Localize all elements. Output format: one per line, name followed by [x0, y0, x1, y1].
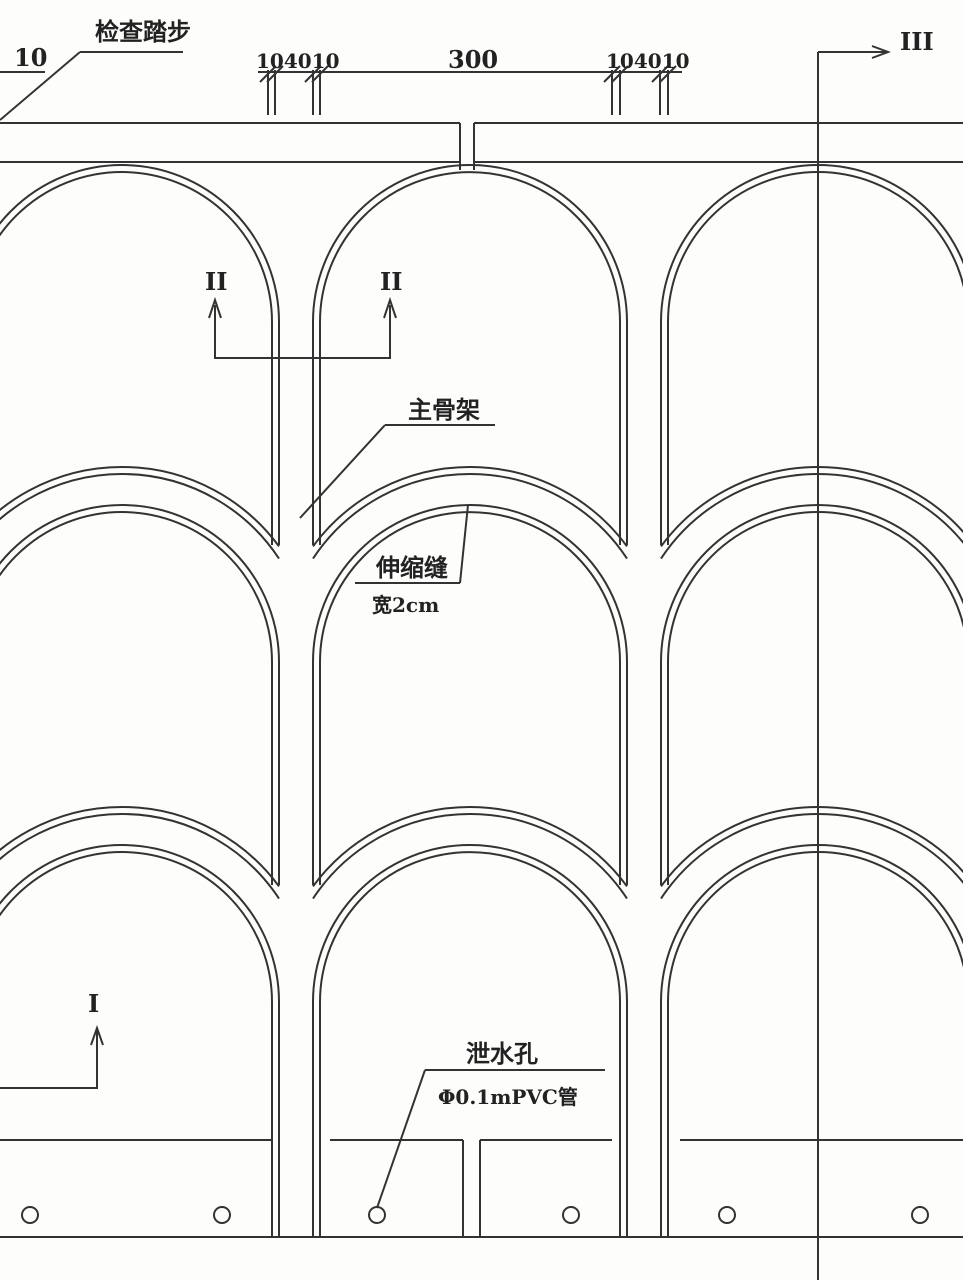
- drain-hole: [911, 1206, 929, 1224]
- dimension-mid-label: 300: [448, 45, 498, 74]
- section-ii-line: [214, 305, 391, 359]
- arch-frame: [319, 851, 621, 1237]
- main-frame-label: 主骨架: [408, 395, 480, 424]
- leader-line: [0, 51, 81, 121]
- dimension-tick: [266, 65, 284, 83]
- leader-line: [376, 1069, 426, 1209]
- arch-frame: [667, 851, 963, 1237]
- dimension-tick: [311, 65, 329, 83]
- geometry: [0, 45, 963, 1280]
- arch-band: [660, 473, 963, 560]
- expansion-joint-label: 伸缩缝: [375, 553, 448, 582]
- arrow-icon: [383, 296, 397, 319]
- section-ii-right-label: II: [380, 267, 402, 296]
- section-i-label: I: [88, 989, 99, 1018]
- arch-frame: [312, 504, 628, 885]
- drain-hole: [213, 1206, 231, 1224]
- arch-frame: [0, 504, 280, 885]
- leader-line: [459, 504, 469, 584]
- dimension-tick: [611, 65, 629, 83]
- dimension-right-label: 104010: [606, 49, 690, 73]
- arch-band: [660, 466, 963, 547]
- arch-frame: [0, 511, 273, 885]
- inspection-step-label: 检查踏步: [95, 17, 191, 46]
- drain-hole: [718, 1206, 736, 1224]
- arch-frame: [319, 511, 621, 885]
- dimension-tick: [259, 65, 277, 83]
- section-ii-left-label: II: [205, 267, 227, 296]
- drain-pipe-label: Φ0.1mPVC管: [438, 1085, 578, 1109]
- arrow-icon: [208, 296, 222, 319]
- arch-band: [660, 806, 963, 887]
- drain-hole: [562, 1206, 580, 1224]
- arch-frame: [667, 171, 963, 545]
- section-iii-label: III: [900, 27, 934, 56]
- leader-line: [299, 424, 386, 519]
- arch-frame: [0, 171, 273, 545]
- arch-frame: [0, 164, 280, 545]
- dimension-left-label: 104010: [256, 49, 340, 73]
- step-dimension-label: 10: [14, 43, 47, 72]
- arrow-icon: [90, 1024, 104, 1046]
- arch-frame: [0, 851, 273, 1237]
- drain-hole: [368, 1206, 386, 1224]
- arch-frame: [312, 844, 628, 1237]
- drain-hole: [21, 1206, 39, 1224]
- arch-band: [312, 806, 628, 887]
- arch-band: [0, 813, 280, 900]
- section-i-line: [0, 1030, 98, 1089]
- dimension-tick: [603, 65, 621, 83]
- arch-frame: [312, 164, 628, 545]
- dimension-tick: [651, 65, 669, 83]
- arch-frame: [660, 844, 963, 1237]
- arch-band: [0, 466, 280, 547]
- arch-band: [312, 473, 628, 560]
- arch-band: [312, 813, 628, 900]
- arch-frame: [667, 511, 963, 885]
- arch-band: [0, 473, 280, 560]
- arch-frame: [0, 844, 280, 1237]
- joint-width-label: 宽2cm: [372, 593, 439, 617]
- arch-band: [660, 813, 963, 900]
- dimension-tick: [659, 65, 677, 83]
- arch-frame: [319, 171, 621, 545]
- arch-band: [312, 466, 628, 547]
- dimension-tick: [304, 65, 322, 83]
- drain-hole-label: 泄水孔: [466, 1039, 538, 1068]
- arch-band: [0, 806, 280, 887]
- arrow-icon: [871, 45, 891, 59]
